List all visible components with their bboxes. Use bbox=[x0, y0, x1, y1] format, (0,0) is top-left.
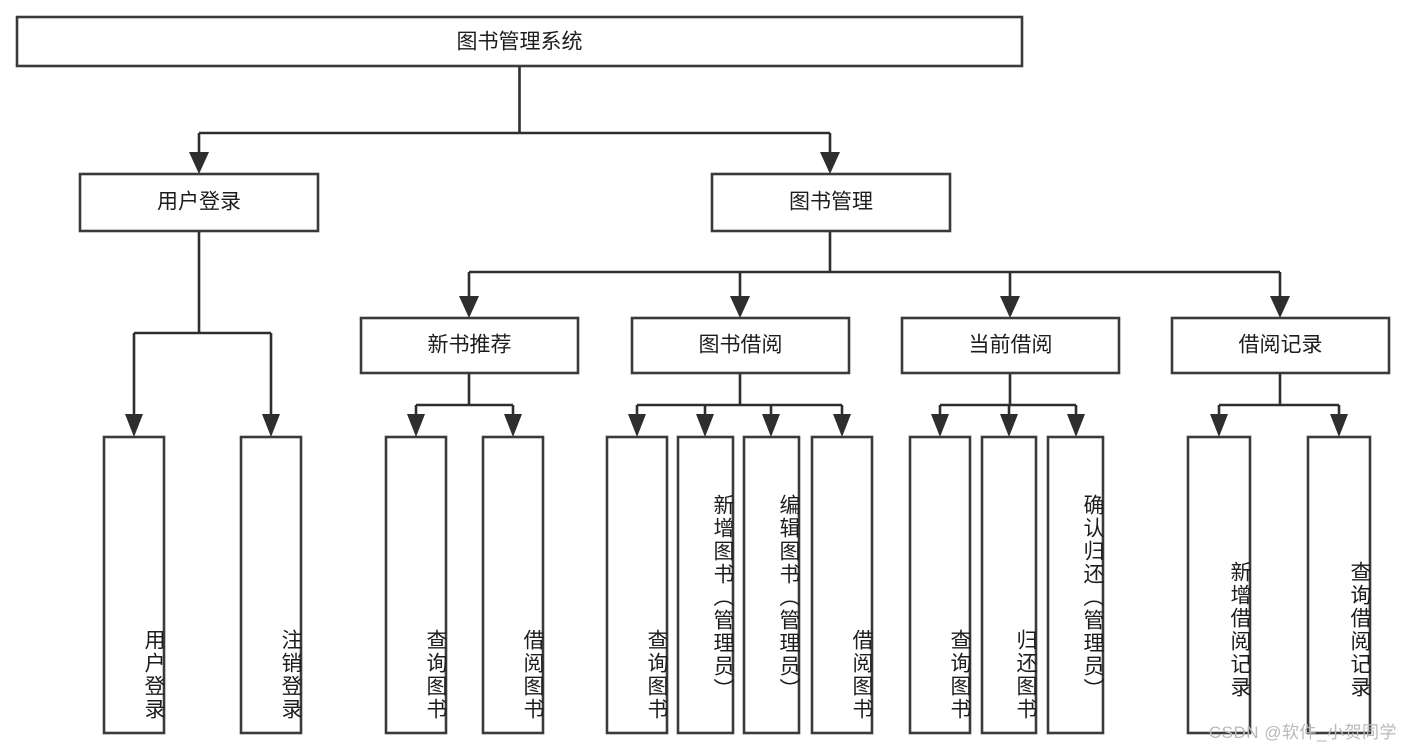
connector-group-borrow-record bbox=[1210, 373, 1348, 437]
node-leaf-box-current-2[interactable] bbox=[980, 435, 1038, 735]
arrow-head-user-login bbox=[189, 152, 209, 174]
arrow-head-cb-leaf-1 bbox=[931, 414, 949, 437]
connector-group-book-borrow bbox=[628, 373, 851, 437]
arrow-head-bb-leaf-1 bbox=[628, 414, 646, 437]
node-leaf-box-new-book-2[interactable] bbox=[481, 435, 545, 735]
node-user-login-box[interactable] bbox=[78, 172, 320, 233]
node-leaf-box-record-1[interactable] bbox=[1186, 435, 1252, 735]
arrow-head-user-login-leaf-2 bbox=[262, 414, 280, 437]
arrow-head-new-book-recommend bbox=[459, 296, 479, 318]
node-current-borrow-label: 当前借阅 bbox=[969, 334, 1053, 357]
node-leaf-box-borrow-3[interactable] bbox=[742, 435, 801, 735]
connector-group-new-book-recommend bbox=[407, 373, 522, 437]
node-leaf-box-user-login-2[interactable] bbox=[239, 435, 303, 735]
node-leaf-box-borrow-1[interactable] bbox=[605, 435, 669, 735]
arrow-head-bb-leaf-2 bbox=[696, 414, 714, 437]
node-book-borrow-box[interactable] bbox=[630, 316, 851, 375]
connector-group-root bbox=[189, 66, 840, 174]
arrow-head-nbr-leaf-1 bbox=[407, 414, 425, 437]
node-current-borrow-box[interactable] bbox=[900, 316, 1121, 375]
node-book-management-box[interactable] bbox=[710, 172, 952, 233]
node-leaf-box-borrow-4[interactable] bbox=[810, 435, 874, 735]
node-borrow-record-box[interactable] bbox=[1170, 316, 1391, 375]
connector-group-book-management bbox=[459, 231, 1290, 318]
node-borrow-record-label: 借阅记录 bbox=[1239, 334, 1323, 357]
arrow-head-br-leaf-1 bbox=[1210, 414, 1228, 437]
arrow-head-nbr-leaf-2 bbox=[504, 414, 522, 437]
node-leaf-box-borrow-2[interactable] bbox=[676, 435, 735, 735]
node-new-book-recommend-label: 新书推荐 bbox=[428, 334, 512, 357]
node-root-label: 图书管理系统 bbox=[457, 31, 583, 54]
node-leaf-box-new-book-1[interactable] bbox=[384, 435, 448, 735]
watermark-text: CSDN @软件_小贺同学 bbox=[1208, 723, 1397, 742]
arrow-head-cb-leaf-2 bbox=[1000, 414, 1018, 437]
connector-group-current-borrow bbox=[931, 373, 1085, 437]
arrow-head-bb-leaf-4 bbox=[833, 414, 851, 437]
arrow-head-book-borrow bbox=[730, 296, 750, 318]
node-book-borrow-label: 图书借阅 bbox=[699, 334, 783, 357]
connector-group-user-login bbox=[125, 231, 280, 437]
node-leaf-box-current-3[interactable] bbox=[1046, 435, 1105, 735]
arrow-head-borrow-record bbox=[1270, 296, 1290, 318]
node-book-management-label: 图书管理 bbox=[789, 191, 873, 214]
node-root-box[interactable] bbox=[15, 15, 1024, 68]
node-user-login-label: 用户登录 bbox=[157, 191, 241, 214]
arrow-head-br-leaf-2 bbox=[1330, 414, 1348, 437]
node-leaf-box-record-2[interactable] bbox=[1306, 435, 1372, 735]
arrow-head-cb-leaf-3 bbox=[1067, 414, 1085, 437]
node-leaf-box-current-1[interactable] bbox=[908, 435, 972, 735]
node-leaf-box-user-login-1[interactable] bbox=[102, 435, 166, 735]
arrow-head-current-borrow bbox=[1000, 296, 1020, 318]
arrow-head-user-login-leaf-1 bbox=[125, 414, 143, 437]
node-new-book-recommend-box[interactable] bbox=[359, 316, 580, 375]
leaf-box-group bbox=[102, 435, 1372, 735]
arrow-head-book-management bbox=[820, 152, 840, 174]
arrow-head-bb-leaf-3 bbox=[762, 414, 780, 437]
